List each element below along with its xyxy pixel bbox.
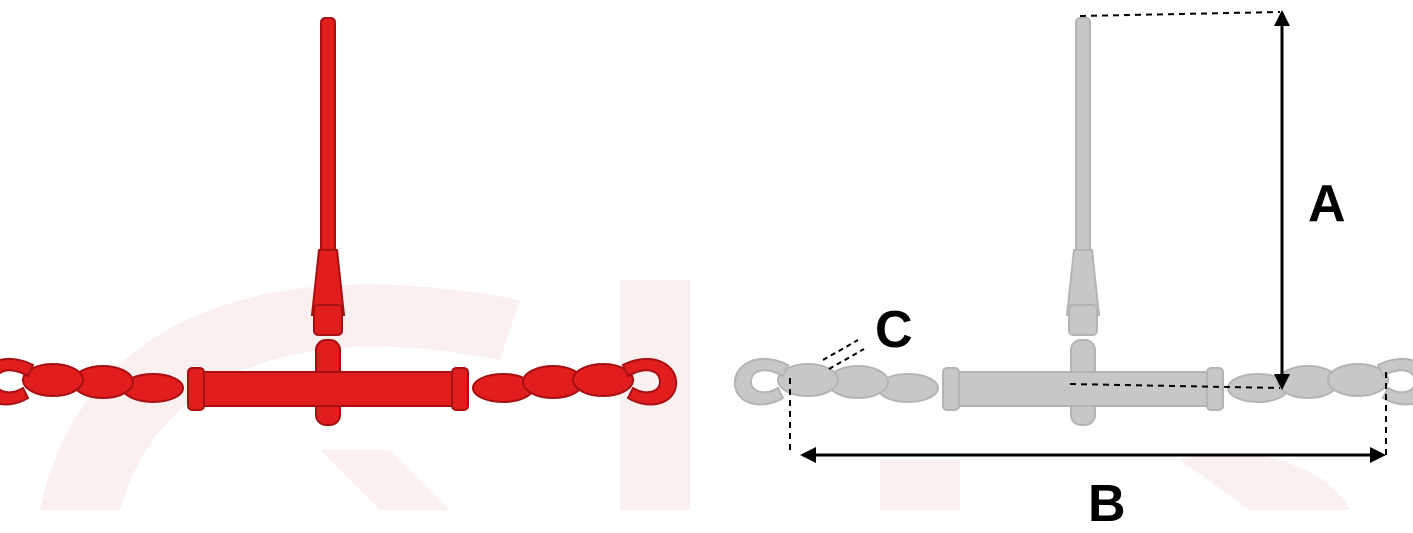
dimension-label-c: C [875,301,913,359]
dimension-b-lines [789,372,1387,463]
red-load-binder [0,17,678,426]
diagram-canvas [0,10,1413,510]
dimension-label-a: A [1308,175,1346,233]
dimension-label-b: B [1088,475,1126,533]
dimension-c-lines [822,339,865,370]
dimension-a-lines [1069,10,1290,390]
